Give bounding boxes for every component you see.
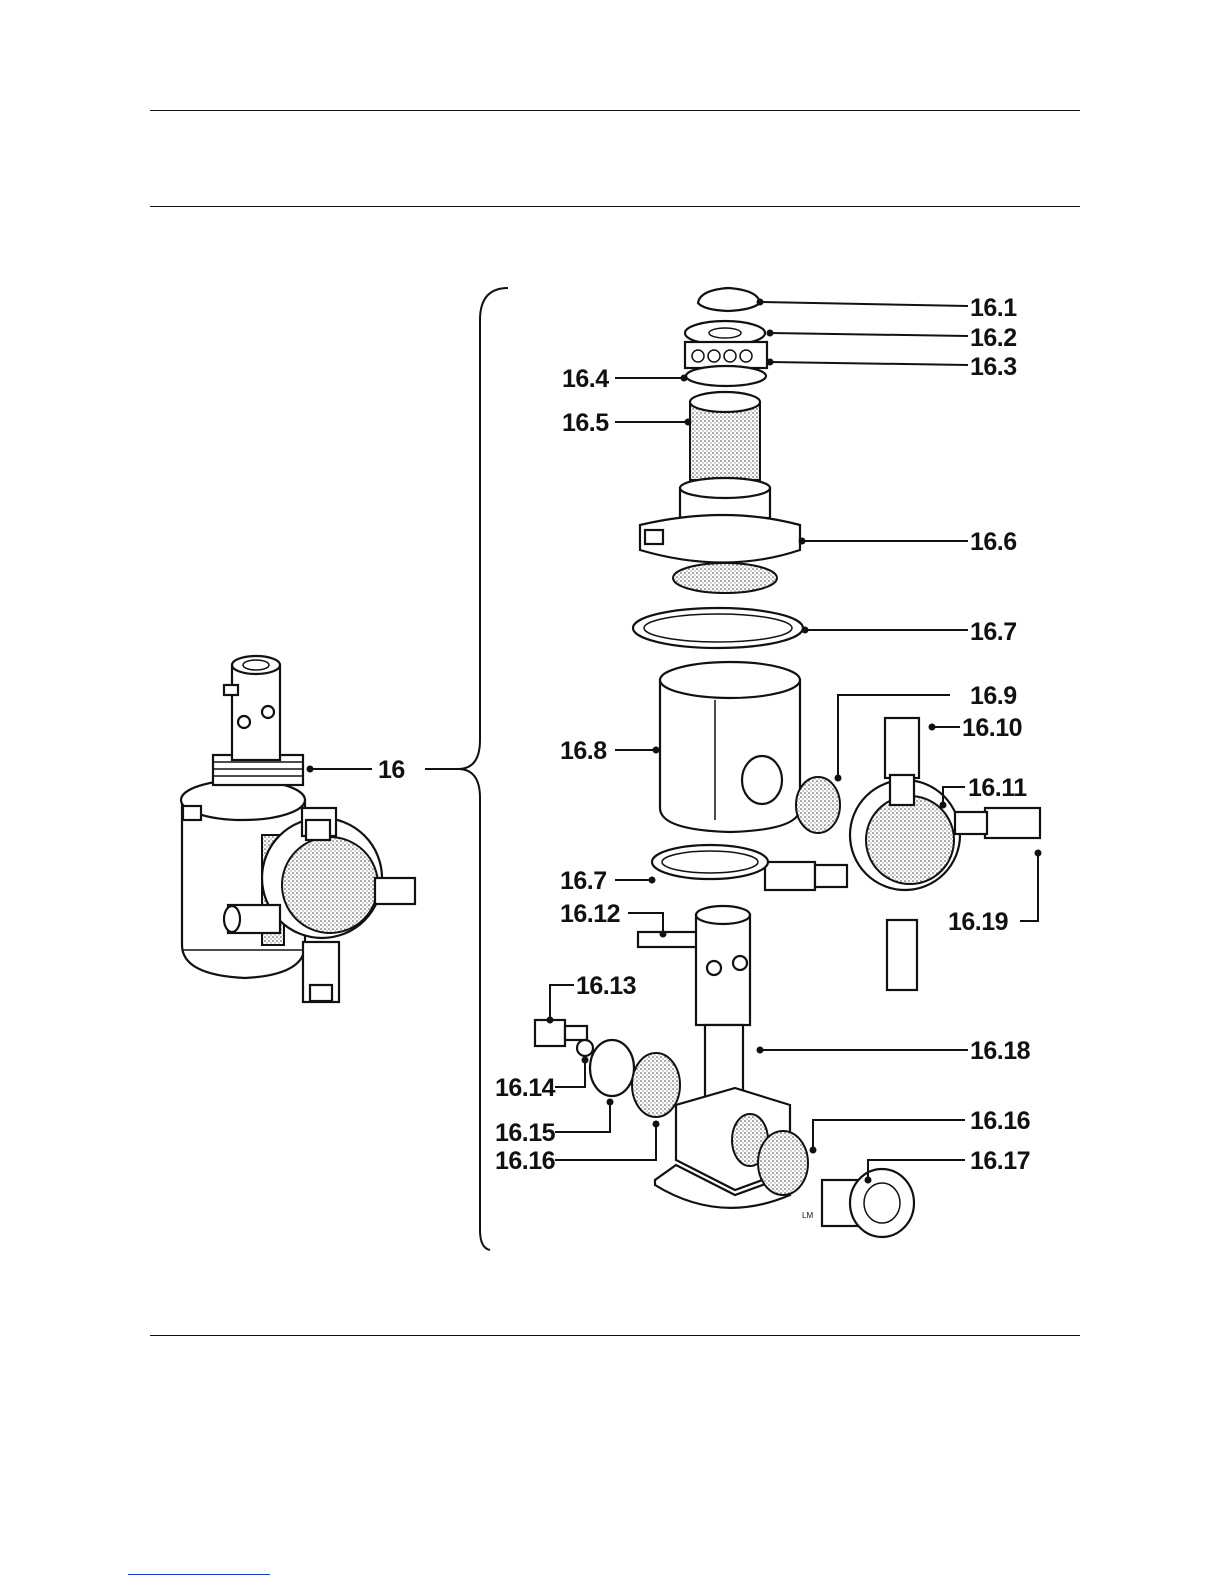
label-16-8: 16.8	[560, 737, 607, 765]
label-16-15: 16.15	[495, 1119, 556, 1147]
label-16-7-bottom: 16.7	[560, 867, 607, 895]
exploded-parts	[535, 288, 1040, 1237]
label-16-10: 16.10	[962, 714, 1022, 742]
label-16-14: 16.14	[495, 1074, 556, 1102]
label-16-9: 16.9	[970, 682, 1017, 710]
label-16-4: 16.4	[562, 365, 609, 393]
label-16-17: 16.17	[970, 1147, 1030, 1175]
label-16-11: 16.11	[968, 774, 1027, 802]
assembly-label: 16	[378, 756, 405, 784]
label-16-16-right: 16.16	[970, 1107, 1030, 1135]
label-16-1: 16.1	[970, 294, 1017, 322]
label-16-12: 16.12	[560, 900, 620, 928]
label-16-19: 16.19	[948, 908, 1008, 936]
label-16-16-left: 16.16	[495, 1147, 555, 1175]
label-16-3: 16.3	[970, 353, 1017, 381]
label-16-18: 16.18	[970, 1037, 1031, 1065]
assembly-callout: 16	[307, 288, 509, 1250]
label-16-13: 16.13	[576, 972, 636, 1000]
artist-mark: LM	[802, 1211, 813, 1220]
label-16-5: 16.5	[562, 409, 609, 437]
label-16-7-top: 16.7	[970, 618, 1017, 646]
label-16-6: 16.6	[970, 528, 1017, 556]
assembled-valve	[181, 656, 415, 1002]
label-16-2: 16.2	[970, 324, 1017, 352]
